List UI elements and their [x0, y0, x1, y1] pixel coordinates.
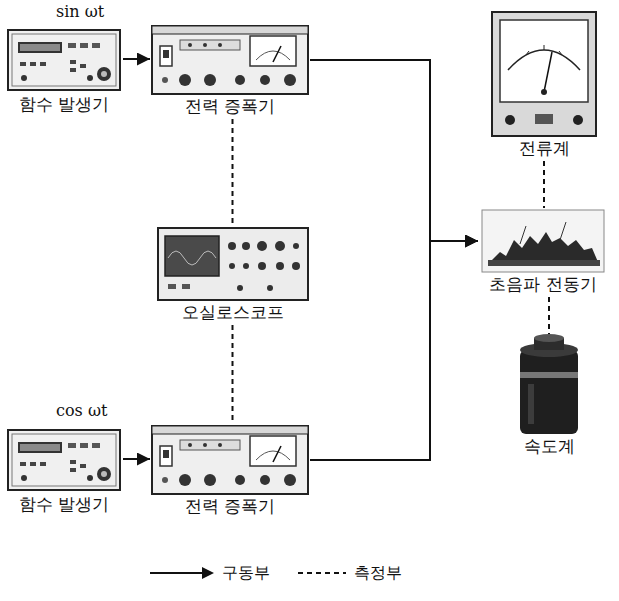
device-node: 오실로스코프 [155, 226, 310, 322]
signal-label: sin ωt [56, 3, 104, 21]
measure-line [232, 119, 234, 226]
drive-arrow [123, 458, 150, 460]
drive-arrow [123, 58, 150, 60]
accelerometer-picture [520, 334, 578, 434]
device-node: 속도계 [500, 334, 598, 456]
device-caption: 초음파 전동기 [478, 274, 608, 294]
device-node: 전력 증폭기 [150, 24, 310, 116]
device-caption: 속도계 [500, 436, 598, 456]
measure-line [548, 297, 550, 334]
function-generator-picture [8, 430, 120, 490]
device-caption: 전력 증폭기 [150, 496, 310, 516]
legend-text: 구동부 [222, 563, 270, 583]
function-generator-picture [8, 30, 120, 90]
legend-arrow-sample [150, 572, 204, 574]
drive-arrow [310, 241, 478, 460]
device-node: 함수 발생기 [5, 424, 123, 514]
device-caption: 오실로스코프 [155, 302, 310, 322]
device-node: 초음파 전동기 [478, 208, 608, 294]
ultrasonic-motor-picture [482, 210, 604, 272]
power-amplifier-picture [152, 426, 308, 494]
legend-dash-sample [298, 572, 346, 574]
drive-arrow [310, 60, 478, 241]
device-node: 함수 발생기 [5, 24, 123, 114]
device-node: 전류계 [488, 10, 600, 158]
measure-line [232, 325, 234, 424]
measure-line [543, 161, 545, 208]
device-caption: 전류계 [488, 138, 600, 158]
ammeter-picture [492, 12, 596, 136]
power-amplifier-picture [152, 26, 308, 94]
device-caption: 함수 발생기 [5, 494, 123, 514]
legend-text: 측정부 [354, 563, 402, 583]
device-node: 전력 증폭기 [150, 424, 310, 516]
signal-label: cos ωt [56, 402, 107, 420]
device-caption: 전력 증폭기 [150, 96, 310, 116]
legend-arrow-head [202, 567, 214, 579]
oscilloscope-picture [158, 228, 308, 300]
device-caption: 함수 발생기 [5, 94, 123, 114]
